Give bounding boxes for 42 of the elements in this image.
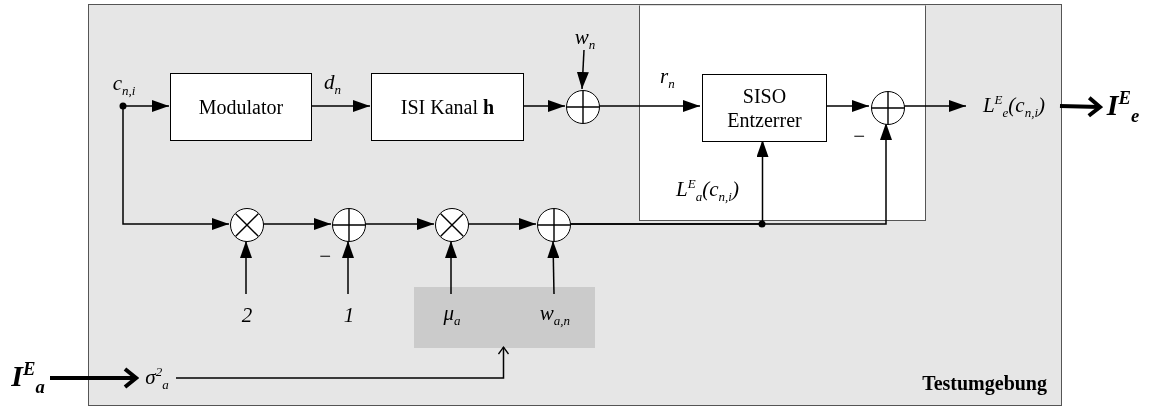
adder-circle [332,208,366,242]
signal-label: d$_{n}$ [324,70,341,99]
arrow [1059,95,1102,118]
arrow [522,100,566,112]
arrow [240,240,252,295]
arrow [175,346,510,379]
multiplier-circle [435,208,469,242]
environment-panel [88,4,1062,406]
arrow [902,100,967,112]
signal-label: w$_{a,n}$ [532,295,578,335]
arrow [445,240,457,295]
arrow [310,100,371,112]
signal-label: c$_{n,i}$ [107,71,141,107]
arrow [262,218,332,230]
process-block: ISI Kanal h [371,73,524,141]
arrow [576,49,589,90]
parameter-panel [414,287,595,348]
arrow [824,100,870,112]
arrow [569,122,892,225]
constant-label: 2 [237,295,257,335]
multiplier-circle [230,208,264,242]
adder-circle [871,91,905,125]
arrow [364,218,435,230]
process-block: Modulator [170,73,312,141]
adder-circle [537,208,571,242]
arrow [467,218,537,230]
arrow [547,240,560,295]
signal-label: − [318,244,333,269]
arrow [50,367,138,389]
arrow [598,100,701,112]
adder-circle [566,90,600,124]
constant-label: 1 [339,295,359,335]
arrow [342,240,354,295]
signal-label: r$_{n}$ [660,64,675,93]
signal-label: L$^{E}$$_{a}$(c$_{n,i}$) [676,176,739,206]
signal-label: − [852,124,867,149]
group-title: Testumgebung [922,372,1047,395]
signal-label: μ$_{a}$ [435,295,469,335]
signal-label: L$^{E}$$_{e}$(c$_{n,i}$) [967,91,1061,123]
signal-label: w$_{n}$ [569,27,601,51]
process-block: SISO Entzerrer [702,74,827,142]
equalizer-area [639,5,926,221]
